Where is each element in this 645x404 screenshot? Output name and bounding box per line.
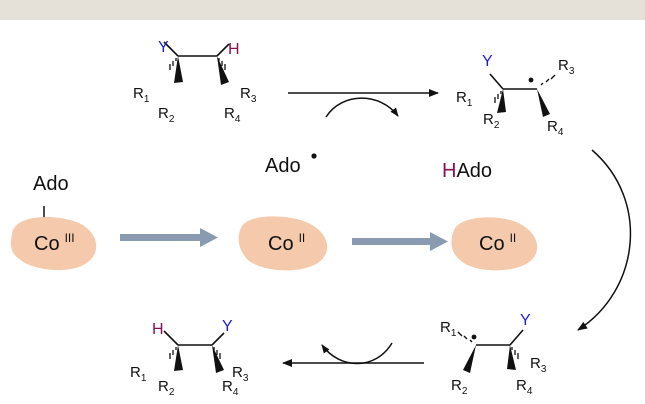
top-band xyxy=(0,0,645,20)
molecule-substrate-radical: Y R1 R2 R3 R4 xyxy=(456,53,575,138)
molecule-product: H Y R1 R2 R3 R4 xyxy=(130,318,249,398)
thick-arrow-2 xyxy=(352,232,448,251)
curved-arrow-right xyxy=(577,149,632,331)
molecule-product-radical: R1 Y R2 R3 R4 xyxy=(440,312,547,397)
molecule-substrate: Y H R1 R2 R3 R4 xyxy=(133,39,257,125)
curved-arrow-top xyxy=(325,97,399,118)
m4-r1: R1 xyxy=(130,364,147,384)
m3-r3: R3 xyxy=(530,355,547,375)
m3-r1: R1 xyxy=(440,319,457,339)
curved-arrow-bottom xyxy=(321,342,393,365)
hado-label: HAdo xyxy=(442,160,492,182)
m3-r2: R2 xyxy=(451,377,468,397)
m1-r1: R1 xyxy=(133,85,150,105)
thick-arrow-1 xyxy=(120,228,218,247)
ado-radical-dot xyxy=(311,153,317,159)
m4-r3: R3 xyxy=(232,364,249,384)
cobalt-blob-3 xyxy=(451,217,538,271)
ado-label: Ado xyxy=(33,173,69,195)
m2-r1: R1 xyxy=(456,89,473,109)
ado-radical-label: Ado xyxy=(265,155,301,177)
m3-r4: R4 xyxy=(516,377,533,397)
m1-r2: R2 xyxy=(158,105,175,125)
cobalt-blob-2 xyxy=(238,216,328,271)
m2-r3: R3 xyxy=(558,57,575,77)
m1-y-label: Y xyxy=(158,39,169,56)
m1-h-label: H xyxy=(228,41,240,58)
radical-dot-2 xyxy=(471,334,477,340)
m4-h-label: H xyxy=(152,321,164,338)
m1-r4: R4 xyxy=(224,105,241,125)
m3-y-label: Y xyxy=(520,312,531,329)
m4-r4: R4 xyxy=(222,378,239,398)
radical-dot xyxy=(528,77,534,83)
cobalt-blob-1 xyxy=(10,216,97,271)
m1-r3: R3 xyxy=(240,85,257,105)
m4-y-label: Y xyxy=(222,318,233,335)
m2-r4: R4 xyxy=(547,118,564,138)
m4-r2: R2 xyxy=(158,378,175,398)
m2-y-label: Y xyxy=(482,53,493,70)
m2-r2: R2 xyxy=(483,111,500,131)
